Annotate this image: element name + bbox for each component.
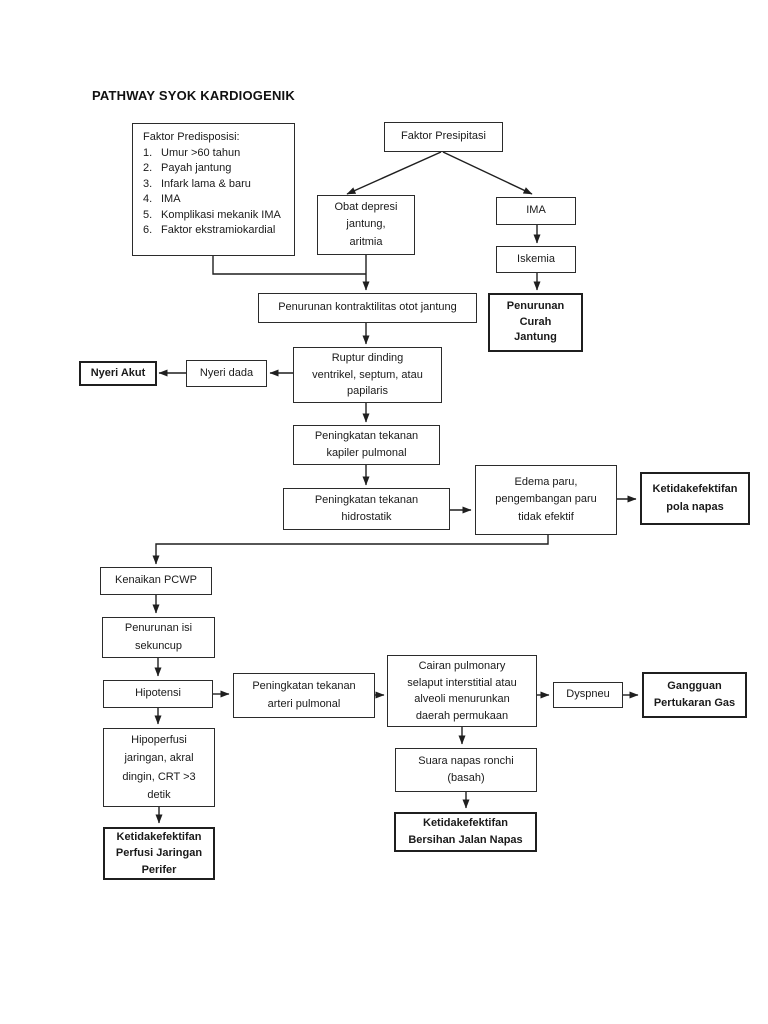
node-ruptur-dinding: Ruptur dinding ventrikel, septum, atau p… (293, 347, 442, 403)
node-tekanan-kapiler: Peningkatan tekanan kapiler pulmonal (293, 425, 440, 465)
node-gangguan-pertukaran-gas: Gangguan Pertukaran Gas (642, 672, 747, 718)
node-penurunan-kontraktilitas: Penurunan kontraktilitas otot jantung (258, 293, 477, 323)
node-ketidakefektifan-perfusi-jaringan-perifer: Ketidakefektifan Perfusi Jaringan Perife… (103, 827, 215, 880)
node-faktor-predisposisi: Faktor Predisposisi: 1. Umur >60 tahun 2… (132, 123, 295, 256)
node-suara-napas-ronchi: Suara napas ronchi (basah) (395, 748, 537, 792)
node-kenaikan-pcwp: Kenaikan PCWP (100, 567, 212, 595)
node-penurunan-curah-jantung: Penurunan Curah Jantung (488, 293, 583, 352)
node-cairan-pulmonary: Cairan pulmonary selaput interstitial at… (387, 655, 537, 727)
node-nyeri-dada: Nyeri dada (186, 360, 267, 387)
node-hipotensi: Hipotensi (103, 680, 213, 708)
node-ketidakefektifan-pola-napas: Ketidakefektifan pola napas (640, 472, 750, 525)
node-penurunan-isi-sekuncup: Penurunan isi sekuncup (102, 617, 215, 658)
node-dyspneu: Dyspneu (553, 682, 623, 708)
node-tekanan-hidrostatik: Peningkatan tekanan hidrostatik (283, 488, 450, 530)
page-title: PATHWAY SYOK KARDIOGENIK (92, 88, 295, 103)
predisposisi-heading: Faktor Predisposisi: (143, 131, 240, 143)
list-item: 4. IMA (143, 193, 181, 205)
node-faktor-presipitasi: Faktor Presipitasi (384, 122, 503, 152)
list-item: 3. Infark lama & baru (143, 177, 251, 190)
node-nyeri-akut: Nyeri Akut (79, 361, 157, 386)
node-tekanan-arteri-pulmonal: Peningkatan tekanan arteri pulmonal (233, 673, 375, 718)
node-hipoperfusi: Hipoperfusi jaringan, akral dingin, CRT … (103, 728, 215, 807)
node-edema-paru: Edema paru, pengembangan paru tidak efek… (475, 465, 617, 535)
node-ketidakefektifan-bersihan-jalan-napas: Ketidakefektifan Bersihan Jalan Napas (394, 812, 537, 852)
list-item: 5. Komplikasi mekanik IMA (143, 208, 281, 221)
node-iskemia: Iskemia (496, 246, 576, 273)
node-obat-depresi: Obat depresi jantung, aritmia (317, 195, 415, 255)
node-ima: IMA (496, 197, 576, 225)
list-item: 6. Faktor ekstramiokardial (143, 224, 276, 236)
list-item: 1. Umur >60 tahun (143, 146, 241, 159)
list-item: 2. Payah jantung (143, 162, 232, 174)
